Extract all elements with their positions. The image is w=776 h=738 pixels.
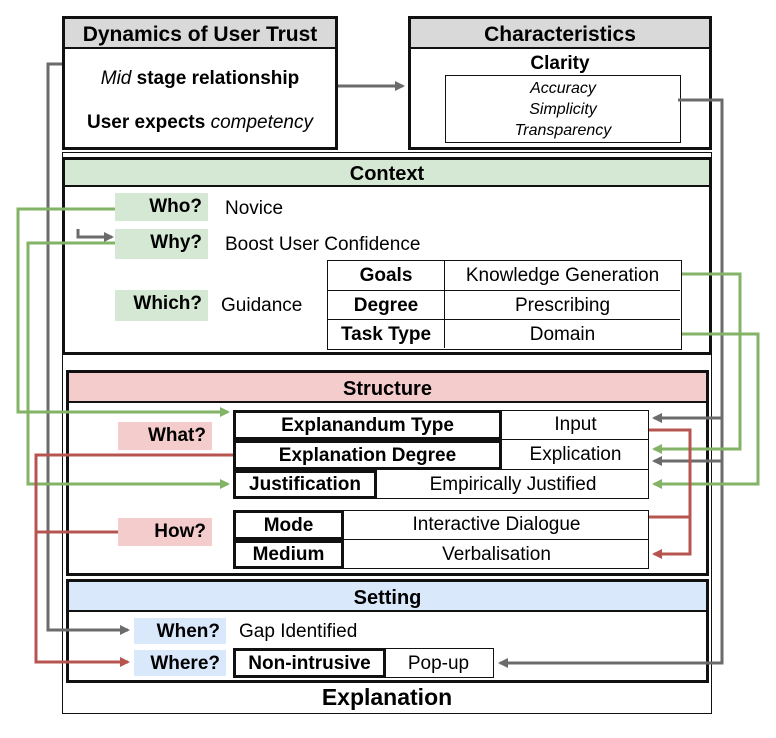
arrow-why-to-justification bbox=[26, 241, 230, 489]
characteristics-list: Accuracy Simplicity Transparency bbox=[445, 75, 681, 143]
degree-key: Degree bbox=[328, 291, 445, 320]
characteristics-title: Characteristics bbox=[411, 19, 709, 49]
characteristic-item: Simplicity bbox=[529, 101, 597, 118]
how-tag: How? bbox=[118, 518, 212, 546]
arrow-what-to-where bbox=[34, 453, 233, 667]
setting-title: Setting bbox=[69, 582, 706, 612]
explanation-degree-value: Explication bbox=[502, 440, 649, 470]
mode-key: Mode bbox=[233, 510, 344, 540]
goals-key: Goals bbox=[328, 261, 445, 291]
explanandum-type-key: Explanandum Type bbox=[233, 410, 502, 440]
who-tag: Who? bbox=[115, 193, 208, 221]
degree-value: Prescribing bbox=[445, 291, 680, 320]
dynamics-line-2-italic: competency bbox=[210, 112, 314, 133]
when-answer: Gap Identified bbox=[239, 621, 358, 642]
dynamics-line-2-bold: User expects bbox=[86, 112, 211, 133]
mode-value: Interactive Dialogue bbox=[344, 510, 649, 540]
medium-value: Verbalisation bbox=[442, 544, 551, 565]
explanation-label: Explanation bbox=[321, 684, 453, 710]
characteristics-box: Characteristics Clarity Accuracy Simplic… bbox=[408, 16, 712, 150]
arrow-input-to-verbalisation bbox=[649, 428, 692, 559]
what-tag: What? bbox=[118, 422, 212, 450]
justification-value: Empirically Justified bbox=[429, 474, 597, 495]
task-type-key: Task Type bbox=[328, 320, 445, 348]
context-title: Context bbox=[65, 160, 709, 187]
dynamics-of-user-trust-box: Dynamics of User Trust Mid stage relatio… bbox=[62, 16, 338, 150]
dynamics-line-1-rest: stage relationship bbox=[131, 68, 300, 89]
dynamics-line-2: User expects competency bbox=[65, 113, 335, 132]
arrow-who-to-explanandum bbox=[16, 207, 230, 417]
structure-title: Structure bbox=[69, 373, 706, 403]
dynamics-line-1-italic: Mid bbox=[100, 68, 132, 89]
why-tag: Why? bbox=[115, 229, 208, 259]
when-tag: When? bbox=[134, 618, 226, 644]
arrow-tasktype-to-justification bbox=[652, 332, 760, 489]
explanandum-type-value: Input bbox=[502, 410, 649, 440]
characteristics-subtitle: Clarity bbox=[530, 53, 590, 74]
which-answer: Guidance bbox=[221, 295, 303, 316]
arrow-left-to-why bbox=[76, 229, 114, 242]
pop-up-value: Pop-up bbox=[384, 648, 494, 678]
arrow-characteristics-trunk bbox=[498, 98, 724, 668]
goals-value: Knowledge Generation bbox=[445, 261, 680, 291]
non-intrusive-key: Non-intrusive bbox=[233, 648, 386, 678]
why-answer: Boost User Confidence bbox=[225, 234, 421, 255]
where-tag: Where? bbox=[134, 650, 226, 676]
which-tag: Which? bbox=[115, 290, 208, 321]
context-table: Goals Knowledge Generation Degree Prescr… bbox=[327, 260, 682, 350]
explanation-degree-key: Explanation Degree bbox=[233, 440, 502, 470]
medium-key: Medium bbox=[233, 540, 344, 569]
task-type-value: Domain bbox=[529, 323, 596, 345]
dynamics-line-1: Mid stage relationship bbox=[65, 69, 335, 88]
who-answer: Novice bbox=[225, 198, 284, 219]
characteristic-item: Transparency bbox=[514, 122, 612, 139]
dynamics-title: Dynamics of User Trust bbox=[65, 19, 335, 49]
characteristic-item: Accuracy bbox=[530, 80, 596, 97]
what-table bbox=[233, 410, 649, 499]
arrow-goals-to-explication bbox=[652, 272, 742, 454]
justification-key: Justification bbox=[233, 470, 377, 499]
arrow-dynamics-left-trunk bbox=[46, 62, 130, 635]
